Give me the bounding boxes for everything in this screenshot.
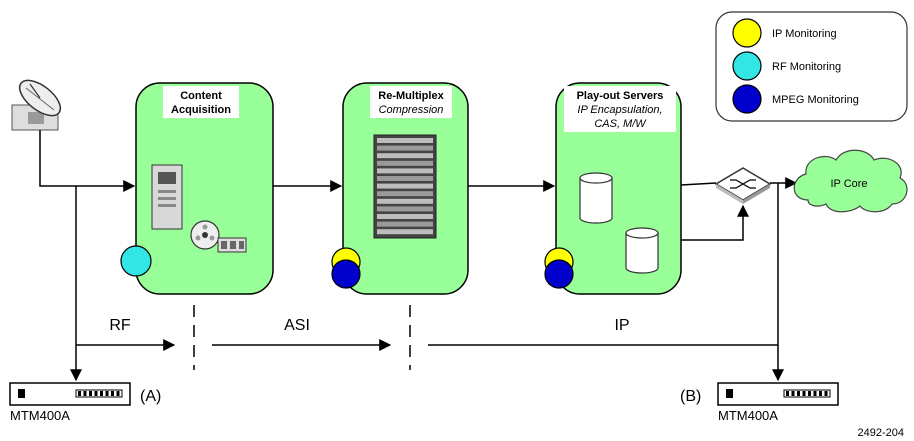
probe-a: (A) MTM400A bbox=[9, 382, 161, 423]
legend-ip-label: IP Monitoring bbox=[772, 28, 837, 40]
segment-label-ip: IP bbox=[614, 317, 629, 334]
legend-rf-swatch bbox=[732, 51, 762, 81]
playout-subtitle-line1: IP Encapsulation, bbox=[577, 104, 662, 116]
playout-title: Play-out Servers bbox=[577, 90, 664, 102]
segment-label-rf: RF bbox=[109, 317, 131, 334]
probe-b-tag: (B) bbox=[680, 388, 701, 405]
server-tower-icon bbox=[151, 164, 183, 230]
rf-monitoring-dot bbox=[120, 245, 152, 277]
probe-b: (B) MTM400A bbox=[680, 382, 839, 423]
database-icon bbox=[579, 172, 613, 224]
legend-ip-swatch bbox=[732, 18, 762, 48]
legend-mpeg-label: MPEG Monitoring bbox=[772, 94, 859, 106]
mpeg-monitoring-dot bbox=[544, 259, 574, 289]
figure-id: 2492-204 bbox=[858, 427, 905, 439]
mtm400a-device-icon bbox=[9, 382, 131, 406]
probe-a-tag: (A) bbox=[140, 388, 161, 405]
probe-a-device: MTM400A bbox=[10, 408, 70, 423]
playout-subtitle-line2: CAS, M/W bbox=[594, 118, 647, 130]
acquisition-title-line2: Acquisition bbox=[171, 104, 231, 116]
mpeg-monitoring-dot bbox=[331, 259, 361, 289]
film-reel-icon bbox=[190, 220, 247, 253]
probe-b-device: MTM400A bbox=[718, 408, 778, 423]
mtm400a-device-icon bbox=[717, 382, 839, 406]
cloud-label: IP Core bbox=[830, 178, 867, 190]
ip-core-cloud: IP Core bbox=[793, 149, 908, 213]
remux-subtitle: Compression bbox=[379, 104, 444, 116]
satellite-dish-icon bbox=[11, 79, 62, 131]
signal-lines bbox=[39, 130, 798, 382]
segment-label-asi: ASI bbox=[284, 317, 310, 334]
legend-mpeg-swatch bbox=[732, 84, 762, 114]
router-icon bbox=[714, 167, 772, 204]
database-icon bbox=[625, 227, 659, 274]
legend-rf-label: RF Monitoring bbox=[772, 61, 841, 73]
acquisition-title-line1: Content bbox=[180, 90, 222, 102]
remux-title: Re-Multiplex bbox=[378, 90, 444, 102]
rack-server-icon bbox=[373, 134, 437, 239]
legend: IP Monitoring RF Monitoring MPEG Monitor… bbox=[715, 11, 908, 122]
